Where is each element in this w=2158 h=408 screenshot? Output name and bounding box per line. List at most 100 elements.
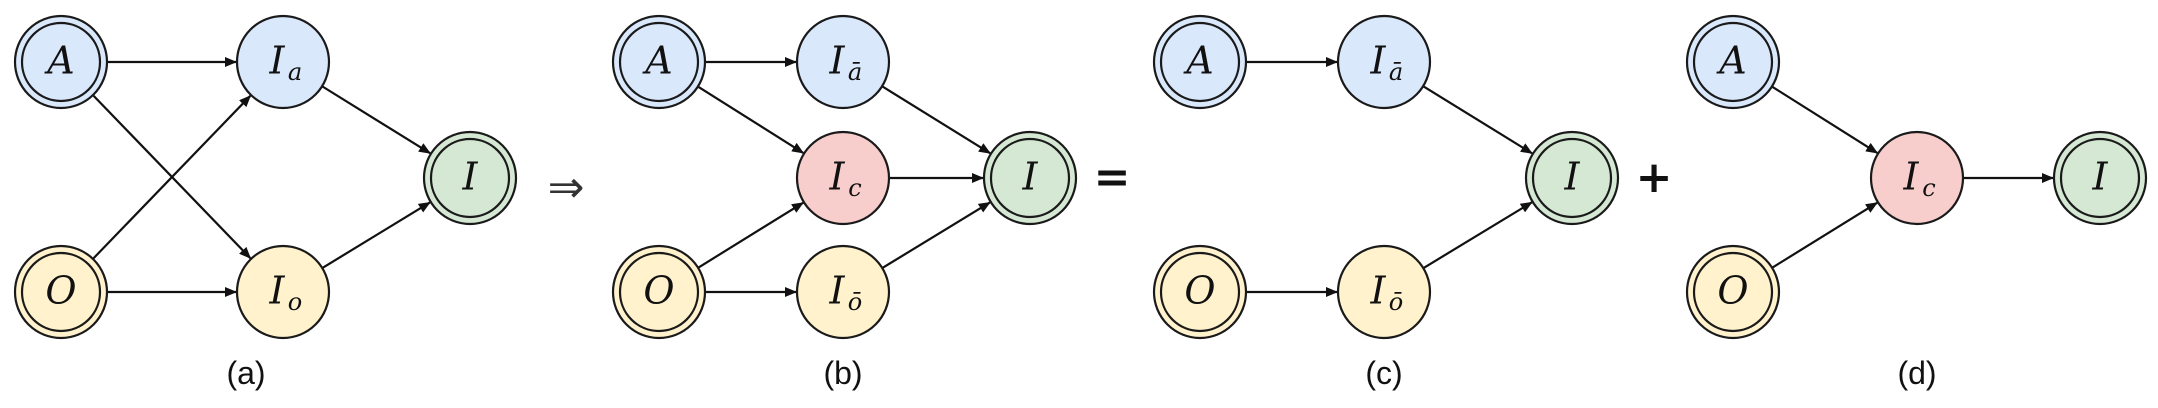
node-label: I bbox=[828, 269, 845, 313]
node-circle bbox=[235, 14, 331, 110]
node-label: A bbox=[1183, 39, 1213, 83]
node-subscript: ō bbox=[1389, 288, 1403, 316]
node-label: I bbox=[1021, 155, 1038, 199]
node-label: A bbox=[1716, 39, 1746, 83]
node-label: A bbox=[642, 39, 672, 83]
node-circle bbox=[235, 244, 331, 340]
node-circle bbox=[1336, 244, 1432, 340]
node-subscript: ō bbox=[848, 288, 862, 316]
node-label: I bbox=[1902, 155, 1919, 199]
node-inner-ring bbox=[20, 251, 102, 333]
panel-c-node-A: A bbox=[1152, 14, 1248, 110]
node-label: I bbox=[1563, 155, 1580, 199]
panel-b-edge-Iabar-to-I bbox=[881, 85, 991, 155]
node-subscript: c bbox=[1922, 174, 1935, 202]
panel-d-edge-A-to-Ic bbox=[1771, 85, 1879, 154]
node-circle bbox=[1152, 244, 1248, 340]
panel-c-node-O: O bbox=[1152, 244, 1248, 340]
node-label: I bbox=[1369, 269, 1386, 313]
node-label: I bbox=[268, 39, 285, 83]
node-label: I bbox=[828, 39, 845, 83]
node-subscript: ā bbox=[1389, 58, 1403, 86]
node-label: I bbox=[268, 269, 285, 313]
node-circle bbox=[795, 244, 891, 340]
node-circle bbox=[13, 244, 109, 340]
node-circle bbox=[611, 244, 707, 340]
node-circle bbox=[982, 130, 1078, 226]
node-label: O bbox=[1717, 269, 1748, 313]
panel-d-edge-O-to-Ic bbox=[1771, 201, 1878, 269]
node-circle bbox=[13, 14, 109, 110]
node-inner-ring bbox=[1692, 21, 1774, 103]
node-circle bbox=[2052, 130, 2148, 226]
node-inner-ring bbox=[618, 21, 700, 103]
node-circle bbox=[1524, 130, 1620, 226]
node-circle bbox=[422, 130, 518, 226]
panel-c-edge-Iobar-to-I bbox=[1422, 201, 1533, 270]
panel-b-node-O: O bbox=[611, 244, 707, 340]
panel-a-label: (a) bbox=[226, 355, 265, 391]
panel-a-edge-O-to-Ia bbox=[92, 95, 252, 260]
node-subscript: o bbox=[288, 288, 302, 316]
panel-a-edge-Ia-to-I bbox=[321, 85, 431, 155]
panel-b-edge-A-to-Ic bbox=[697, 85, 805, 154]
edges-layer bbox=[92, 57, 2054, 297]
panel-c-label: (c) bbox=[1365, 355, 1402, 391]
node-circle bbox=[795, 14, 891, 110]
node-circle bbox=[1152, 14, 1248, 110]
node-inner-ring bbox=[989, 137, 1071, 219]
node-label: I bbox=[461, 155, 478, 199]
panel-b-edge-Iobar-to-I bbox=[881, 201, 991, 269]
panel-b-label: (b) bbox=[823, 355, 862, 391]
panel-c-edge-Iabar-to-I bbox=[1422, 85, 1533, 155]
panel-b-edge-O-to-Ic bbox=[697, 201, 804, 269]
panel-d-node-O: O bbox=[1685, 244, 1781, 340]
equals-operator: = bbox=[1094, 152, 1131, 203]
node-inner-ring bbox=[618, 251, 700, 333]
node-inner-ring bbox=[1692, 251, 1774, 333]
node-inner-ring bbox=[2059, 137, 2141, 219]
node-label: A bbox=[44, 39, 74, 83]
node-subscript: a bbox=[288, 58, 302, 86]
node-label: O bbox=[643, 269, 674, 313]
implies-operator: ⇒ bbox=[548, 162, 585, 213]
node-inner-ring bbox=[1159, 251, 1241, 333]
node-circle bbox=[1685, 14, 1781, 110]
panel-b-node-I: I bbox=[982, 130, 1078, 226]
node-label: O bbox=[1184, 269, 1215, 313]
panel-a-edge-Io-to-I bbox=[321, 201, 431, 269]
node-circle bbox=[1869, 130, 1965, 226]
node-label: I bbox=[2091, 155, 2108, 199]
panel-b-node-A: A bbox=[611, 14, 707, 110]
node-circle bbox=[1685, 244, 1781, 340]
panel-d-node-A: A bbox=[1685, 14, 1781, 110]
node-circle bbox=[611, 14, 707, 110]
node-label: O bbox=[45, 269, 76, 313]
node-inner-ring bbox=[20, 21, 102, 103]
node-label: I bbox=[1369, 39, 1386, 83]
node-circle bbox=[1336, 14, 1432, 110]
plus-operator: + bbox=[1636, 152, 1673, 203]
panel-a-node-A: A bbox=[13, 14, 109, 110]
panel-a-node-O: O bbox=[13, 244, 109, 340]
node-subscript: ā bbox=[848, 58, 862, 86]
panel-d-node-I: I bbox=[2052, 130, 2148, 226]
node-inner-ring bbox=[1531, 137, 1613, 219]
node-subscript: c bbox=[848, 174, 861, 202]
node-inner-ring bbox=[429, 137, 511, 219]
node-circle bbox=[795, 130, 891, 226]
panel-c-node-I: I bbox=[1524, 130, 1620, 226]
panel-d-label: (d) bbox=[1897, 355, 1936, 391]
panel-a-node-I: I bbox=[422, 130, 518, 226]
node-inner-ring bbox=[1159, 21, 1241, 103]
